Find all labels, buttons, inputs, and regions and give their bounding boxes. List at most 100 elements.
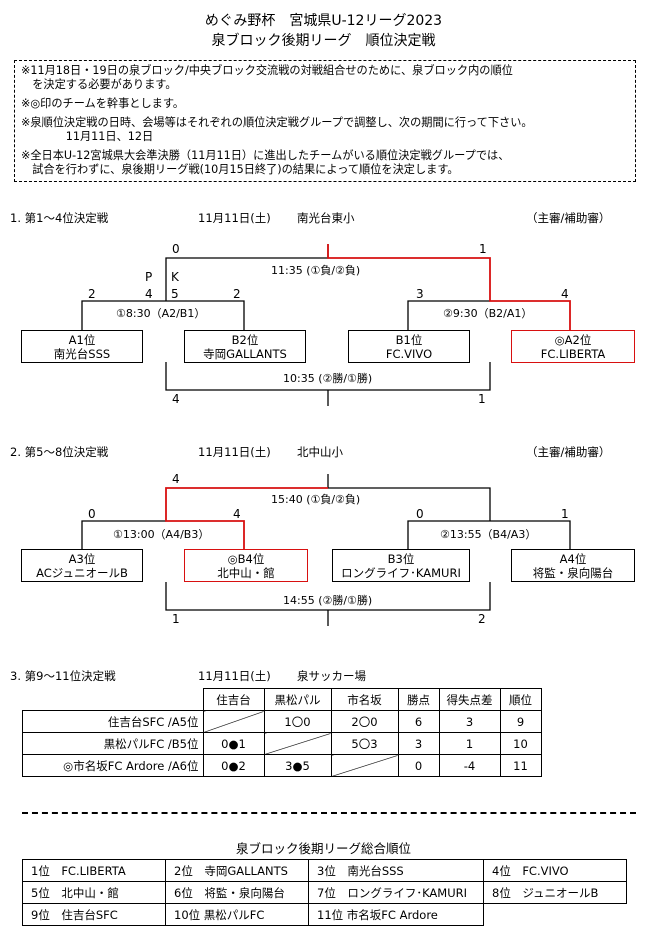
bracket2-team-a4: A4位 将監・泉向陽台 <box>511 549 635 582</box>
cell-result: 0●2 <box>202 754 265 777</box>
team-seed: B3位 <box>387 552 415 566</box>
cell-points: 0 <box>397 754 440 777</box>
cell-rank: 11 <box>499 754 542 777</box>
bracket2-team-a3: A3位 ACジュニオールB <box>21 549 143 582</box>
page-subtitle: 泉ブロック後期リーグ 順位決定戦 <box>211 33 436 49</box>
standings-cell: 1位 FC.LIBERTA <box>22 859 166 882</box>
team-seed: A4位 <box>559 552 587 566</box>
table-row: 5位 北中山・館 6位 将監・泉向陽台 7位 ロングライフ･KAMURI 8位 … <box>22 881 627 904</box>
cell-points: 3 <box>397 732 440 755</box>
bracket1-final-time: 11:35 (①負/②負) <box>268 262 364 278</box>
bracket2-team-b3: B3位 ロングライフ･KAMURI <box>332 549 470 582</box>
bracket2-semi1-right-score: 4 <box>233 507 241 521</box>
bracket1-third-right-score: 1 <box>478 392 486 406</box>
bracket2-final-left-score: 4 <box>172 472 180 486</box>
league-header-goal-diff: 得失点差 <box>438 688 501 711</box>
cell-goal-diff: -4 <box>438 754 501 777</box>
standings-cell: 8位 ジュニオールB <box>483 881 627 904</box>
standings-cell: 6位 将監・泉向陽台 <box>165 881 309 904</box>
bracket2-semi2-time: ②13:55（B4/A3） <box>437 526 540 542</box>
table-row: 住吉台SFC /A5位 1〇0 2〇0 6 3 9 <box>22 710 542 733</box>
bracket1-team-b2: B2位 寺岡GALLANTS <box>184 330 306 363</box>
league-header-points: 勝点 <box>397 688 440 711</box>
cell-points: 6 <box>397 710 440 733</box>
bracket1-team-a2: ◎A2位 FC.LIBERTA <box>511 330 635 363</box>
bracket2-semi1-left-score: 0 <box>88 507 96 521</box>
notice-2: ※◎印のチームを幹事とします。 <box>21 97 185 110</box>
team-name: FC.LIBERTA <box>540 347 606 361</box>
standings-cell: 5位 北中山・館 <box>22 881 166 904</box>
notice-box: ※11月18日・19日の泉ブロック/中央ブロック交流戦の対戦組合せのために、泉ブ… <box>14 60 636 182</box>
bracket1-date: 11月11日(土) <box>198 211 271 225</box>
cell-result: 1〇0 <box>263 710 332 733</box>
league-date: 11月11日(土) <box>198 669 271 683</box>
bracket1-final-right-score: 1 <box>479 242 487 256</box>
bracket2-referee-label: （主審/補助審） <box>526 445 611 459</box>
bracket2-semi1-time: ①13:00（A4/B3） <box>110 526 213 542</box>
bracket1-semi1-time: ①8:30（A2/B1） <box>113 305 209 321</box>
league-table: 住吉台 黒松パル 市名坂 勝点 得失点差 順位 住吉台SFC /A5位 1〇0 … <box>22 688 542 777</box>
cell-self <box>263 732 332 755</box>
standings-cell: 7位 ロングライフ･KAMURI <box>308 881 484 904</box>
league-header-ichinazaka: 市名坂 <box>330 688 399 711</box>
league-header-corner <box>22 688 204 711</box>
standings-cell: 3位 南光台SSS <box>308 859 484 882</box>
bracket2-semi2-left-score: 0 <box>416 507 424 521</box>
bracket2-third-left-score: 1 <box>172 612 180 626</box>
bracket1-semi2-left-score: 3 <box>416 287 424 301</box>
cell-rank: 9 <box>499 710 542 733</box>
team-name: 将監・泉向陽台 <box>532 566 614 580</box>
bracket1-venue: 南光台東小 <box>297 211 355 225</box>
section-divider <box>22 812 636 814</box>
bracket2-team-b4: ◎B4位 北中山・館 <box>184 549 308 582</box>
team-seed: B1位 <box>395 333 423 347</box>
bracket1-semi1-left-score: 2 <box>88 287 96 301</box>
notice-4: ※全日本U-12宮城県大会準決勝（11月11日）に進出したチームがいる順位決定戦… <box>21 149 510 176</box>
standings-cell: 2位 寺岡GALLANTS <box>165 859 309 882</box>
cell-self <box>202 710 265 733</box>
league-header-rank: 順位 <box>499 688 542 711</box>
team-seed: A3位 <box>68 552 96 566</box>
bracket1-semi2-time: ②9:30（B2/A1） <box>440 305 536 321</box>
table-row: 9位 住吉台SFC 10位 黒松パルFC 11位 市名坂FC Ardore <box>22 903 627 926</box>
team-name: 住吉台SFC /A5位 <box>22 710 204 733</box>
table-row: 1位 FC.LIBERTA 2位 寺岡GALLANTS 3位 南光台SSS 4位… <box>22 859 627 882</box>
bracket1-semi2-right-score: 4 <box>561 287 569 301</box>
bracket1-pk-score-a: 4 <box>145 287 153 301</box>
bracket1-third-time: 10:35 (②勝/①勝) <box>280 370 376 386</box>
cell-goal-diff: 3 <box>438 710 501 733</box>
cell-result: 3●5 <box>263 754 332 777</box>
team-seed: B2位 <box>231 333 259 347</box>
bracket2-third-time: 14:55 (②勝/①勝) <box>280 592 376 608</box>
standings-cell: 4位 FC.VIVO <box>483 859 627 882</box>
standings-cell-empty <box>484 904 627 926</box>
bracket1-pk-p: P <box>145 270 153 284</box>
bracket2-date: 11月11日(土) <box>198 445 271 459</box>
notice-3: ※泉順位決定戦の日時、会場等はそれぞれの順位決定戦グループで調整し、次の期間に行… <box>21 116 533 143</box>
bracket1-pk-score-b: 5 <box>171 287 179 301</box>
standings-table: 1位 FC.LIBERTA 2位 寺岡GALLANTS 3位 南光台SSS 4位… <box>22 859 627 926</box>
cell-result: 2〇0 <box>330 710 399 733</box>
league-header-kuromatsu: 黒松パル <box>263 688 332 711</box>
standings-title: 泉ブロック後期リーグ総合順位 <box>235 841 411 856</box>
team-name: 黒松パルFC /B5位 <box>22 732 204 755</box>
team-seed: ◎A2位 <box>554 333 592 347</box>
league-heading: 3. 第9～11位決定戦 <box>10 669 116 683</box>
cell-rank: 10 <box>499 732 542 755</box>
league-venue: 泉サッカー場 <box>297 669 366 683</box>
bracket2-semi2-right-score: 1 <box>561 507 569 521</box>
notice-1: ※11月18日・19日の泉ブロック/中央ブロック交流戦の対戦組合せのために、泉ブ… <box>21 64 513 91</box>
bracket1-final-left-score: 0 <box>172 242 180 256</box>
bracket2-final-time: 15:40 (①負/②負) <box>268 491 364 507</box>
bracket1-third-left-score: 4 <box>172 392 180 406</box>
bracket1-team-b1: B1位 FC.VIVO <box>348 330 470 363</box>
cell-result: 5〇3 <box>330 732 399 755</box>
team-name: 北中山・館 <box>217 566 275 580</box>
team-name: ◎市名坂FC Ardore /A6位 <box>22 754 204 777</box>
team-name: ロングライフ･KAMURI <box>341 566 461 580</box>
bracket1-semi1-right-score: 2 <box>233 287 241 301</box>
bracket2-heading: 2. 第5～8位決定戦 <box>10 445 109 459</box>
team-seed: ◎B4位 <box>227 552 265 566</box>
